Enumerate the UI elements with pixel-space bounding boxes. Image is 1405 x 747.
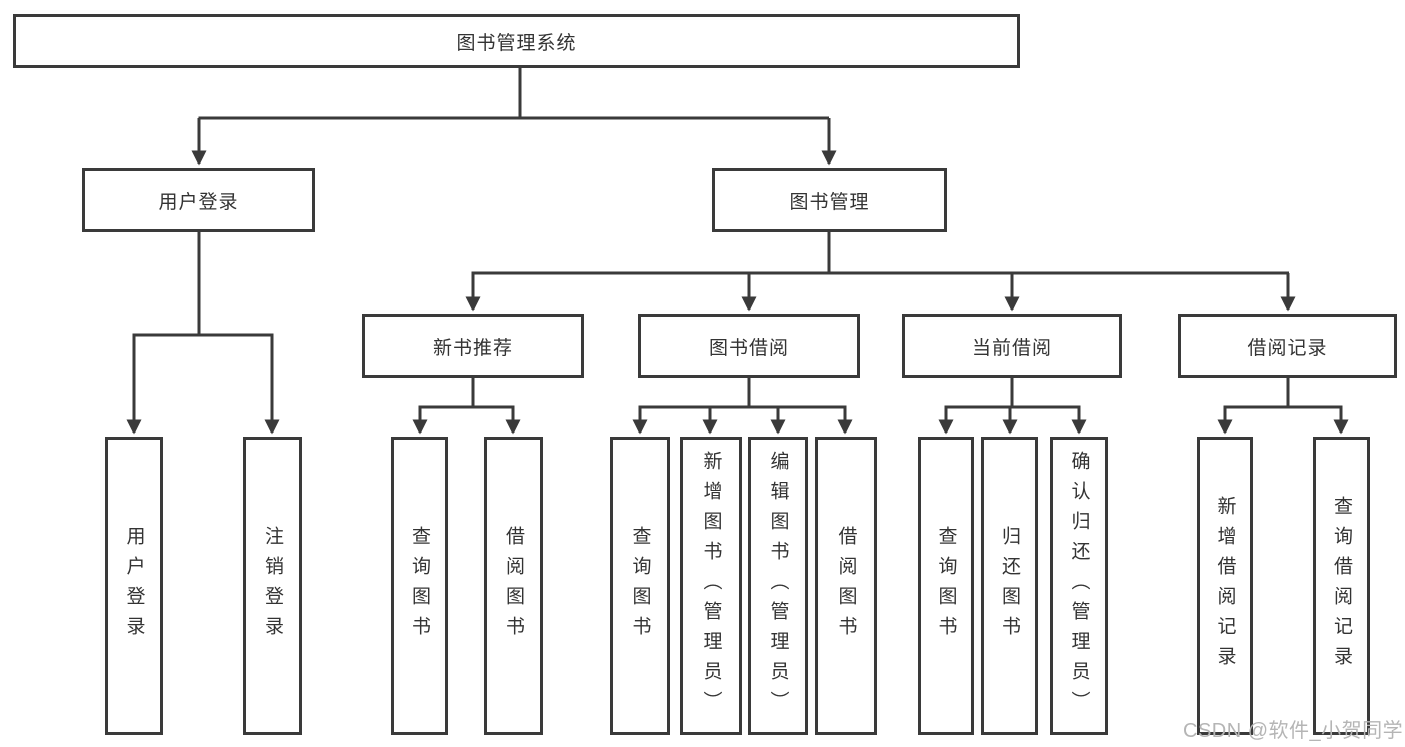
leaf-query-books: 查询图书	[610, 437, 670, 735]
node-label: 查询图书	[629, 526, 651, 646]
node-label: 查询图书	[935, 526, 957, 646]
node-new-book-recommendation: 新书推荐	[362, 314, 584, 378]
node-label: 图书管理	[789, 191, 870, 213]
node-book-borrowing: 图书借阅	[638, 314, 860, 378]
leaf-borrow-books: 借阅图书	[484, 437, 543, 735]
node-label: 查询借阅记录	[1331, 496, 1352, 676]
node-label: 编辑图书（管理员）	[767, 451, 789, 721]
leaf-query-books: 查询图书	[391, 437, 448, 735]
leaf-borrow-books: 借阅图书	[815, 437, 877, 735]
leaf-confirm-return-admin: 确认归还（管理员）	[1050, 437, 1108, 735]
node-user-login: 用户登录	[82, 168, 315, 232]
node-label: 确认归还（管理员）	[1068, 451, 1090, 721]
node-label: 用户登录	[123, 526, 145, 646]
node-label: 当前借阅	[971, 337, 1052, 359]
node-label: 图书借阅	[708, 337, 789, 359]
leaf-edit-books-admin: 编辑图书（管理员）	[748, 437, 808, 735]
node-label: 新增借阅记录	[1214, 496, 1236, 676]
node-label: 注销登录	[262, 526, 283, 646]
leaf-user-login: 用户登录	[105, 437, 163, 735]
leaf-logout: 注销登录	[243, 437, 302, 735]
node-label: 新书推荐	[432, 337, 513, 359]
node-borrowing-records: 借阅记录	[1178, 314, 1397, 378]
node-book-management: 图书管理	[712, 168, 947, 232]
node-label: 用户登录	[158, 191, 239, 213]
csdn-watermark: CSDN @软件_小贺同学	[1183, 720, 1404, 742]
node-current-borrowing: 当前借阅	[902, 314, 1122, 378]
leaf-query-borrow-record: 查询借阅记录	[1313, 437, 1370, 735]
leaf-query-books: 查询图书	[918, 437, 974, 735]
node-label: 查询图书	[409, 526, 430, 646]
leaf-return-books: 归还图书	[981, 437, 1038, 735]
node-library-management-system: 图书管理系统	[13, 14, 1020, 68]
node-label: 归还图书	[999, 526, 1020, 646]
node-label: 借阅图书	[503, 526, 524, 646]
node-label: 新增图书（管理员）	[700, 451, 722, 721]
node-label: 借阅记录	[1247, 337, 1328, 359]
leaf-add-books-admin: 新增图书（管理员）	[680, 437, 742, 735]
node-label: 图书管理系统	[456, 32, 577, 54]
node-label: 借阅图书	[835, 526, 857, 646]
leaf-add-borrow-record: 新增借阅记录	[1197, 437, 1253, 735]
